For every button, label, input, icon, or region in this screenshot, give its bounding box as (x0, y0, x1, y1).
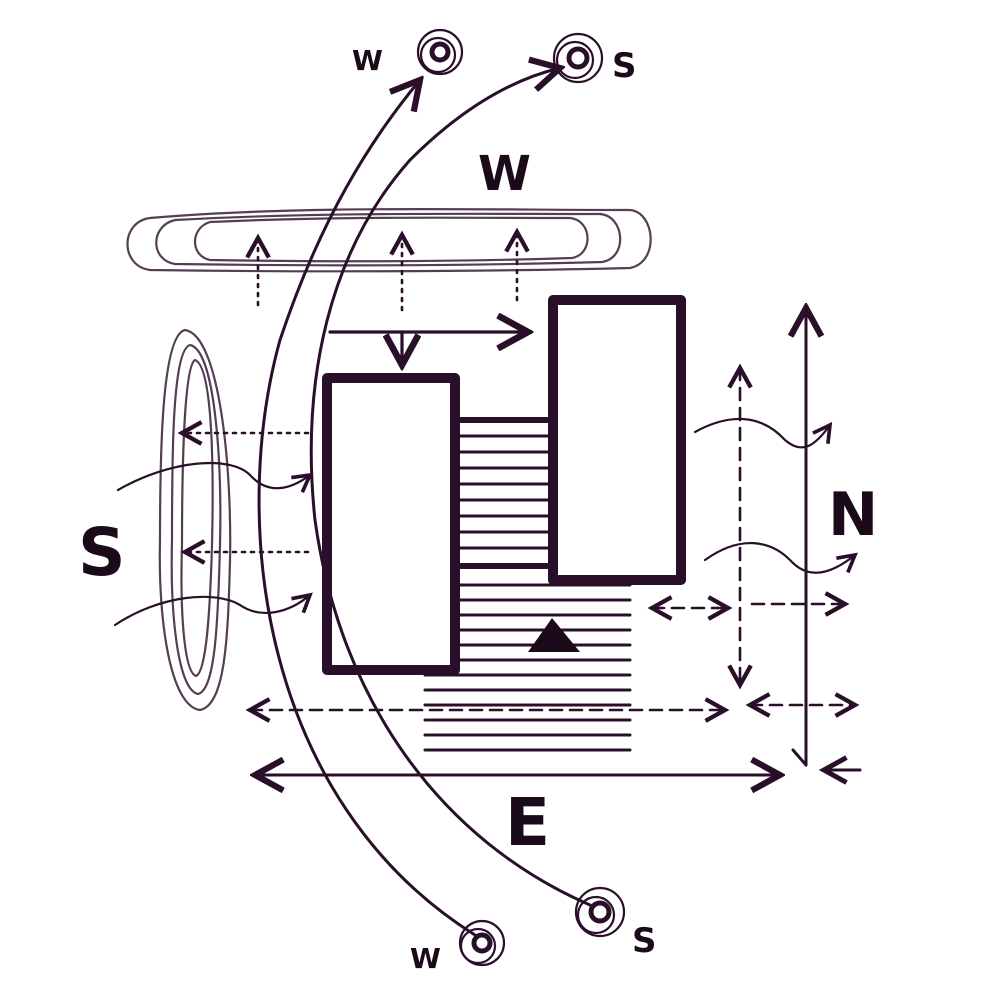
west-tree-band (126, 207, 652, 273)
building-right (548, 295, 686, 585)
entrance-triangle-icon (528, 618, 580, 652)
dotted-arrows-south (182, 433, 310, 552)
label-south-top: S (612, 46, 637, 86)
label-south-big: S (78, 514, 126, 591)
sun-top-west-icon (416, 28, 464, 76)
building-left (322, 373, 460, 675)
label-west-bottom: W (410, 942, 441, 975)
circulation-arrows (328, 332, 528, 365)
wind-arrows-south (113, 461, 310, 627)
sun-top-south-icon (552, 32, 604, 84)
dashed-access-lines (250, 368, 855, 710)
connector-hatching (455, 417, 556, 569)
label-east-big: E (505, 784, 550, 861)
solid-axis-lines (255, 308, 862, 775)
sun-bottom-south-icon (574, 886, 626, 938)
label-south-bottom: S (632, 921, 657, 961)
label-west-big: W (478, 146, 531, 202)
solar-arc-west (257, 80, 477, 937)
south-tree-band (158, 328, 232, 712)
dotted-arrows-west (258, 232, 517, 312)
sun-bottom-west-icon (458, 919, 506, 967)
label-west-top: W (352, 44, 383, 77)
label-north-big: N (828, 480, 878, 550)
